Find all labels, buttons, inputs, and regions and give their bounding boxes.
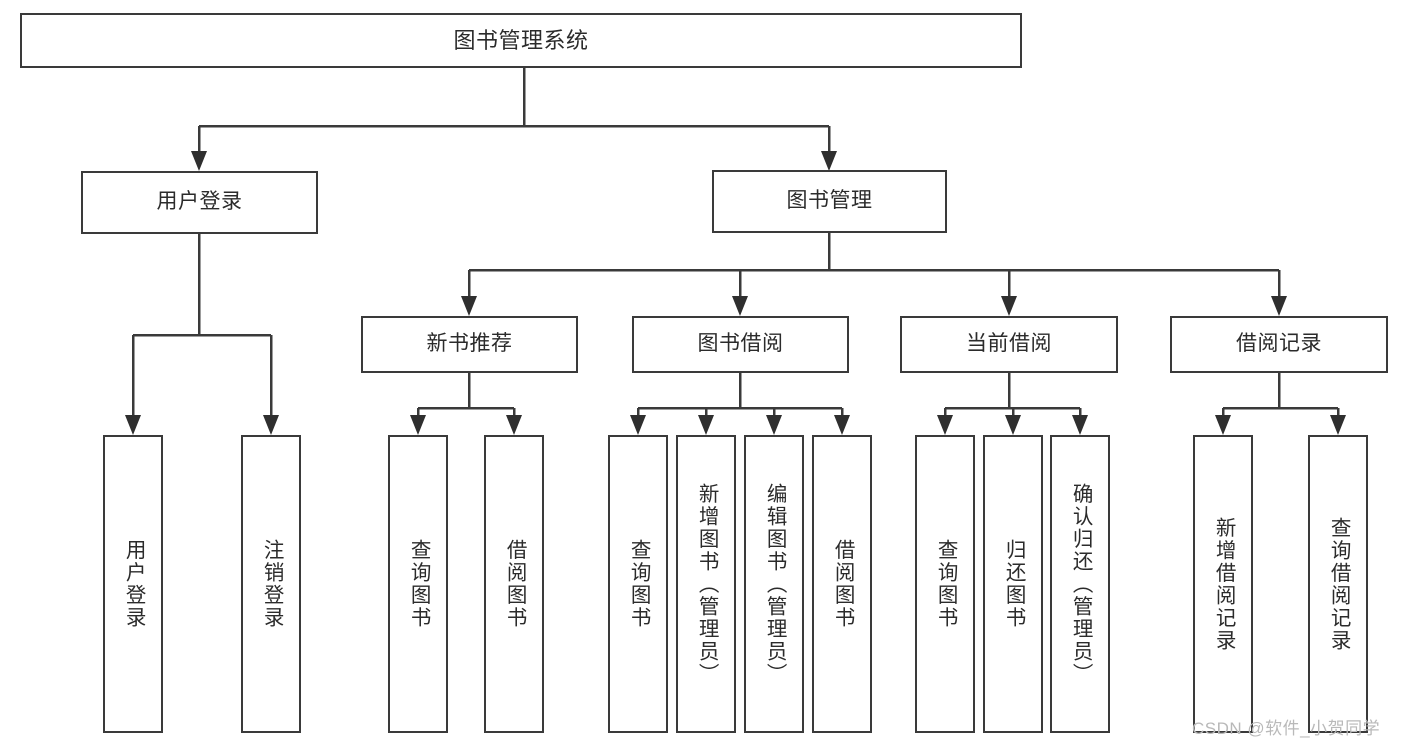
node-label: 确认归还（管理员）: [1069, 482, 1093, 686]
node-level3-1[interactable]: 图书借阅: [632, 316, 849, 373]
node-label: 借阅记录: [1236, 332, 1322, 356]
node-level3-0[interactable]: 新书推荐: [361, 316, 578, 373]
book-manage-to-level3-arrowhead-1: [732, 296, 748, 316]
node-leaf-10[interactable]: 确认归还（管理员）: [1050, 435, 1110, 733]
node-label: 图书管理: [786, 189, 873, 213]
borrow-to-leaves-arrowhead-3: [834, 415, 850, 435]
node-label: 查询图书: [407, 539, 431, 629]
node-label: 编辑图书（管理员）: [763, 482, 787, 686]
borrow-to-leaves-arrowhead-1: [698, 415, 714, 435]
node-label: 当前借阅: [966, 332, 1052, 356]
node-leaf-1[interactable]: 注销登录: [241, 435, 301, 733]
node-level2-0[interactable]: 用户登录: [81, 171, 318, 234]
node-leaf-6[interactable]: 编辑图书（管理员）: [744, 435, 804, 733]
node-level2-1[interactable]: 图书管理: [712, 170, 947, 233]
node-label: 图书借阅: [697, 332, 784, 356]
node-label: 新增借阅记录: [1212, 516, 1236, 652]
node-level3-2[interactable]: 当前借阅: [900, 316, 1118, 373]
node-label: 新增图书（管理员）: [695, 482, 719, 686]
node-leaf-5[interactable]: 新增图书（管理员）: [676, 435, 736, 733]
node-level3-3[interactable]: 借阅记录: [1170, 316, 1388, 373]
node-label: 借阅图书: [503, 539, 527, 629]
node-label: 查询图书: [627, 539, 651, 629]
borrow-to-leaves-arrowhead-0: [630, 415, 646, 435]
node-label: 用户登录: [156, 190, 243, 214]
book-manage-to-level3-arrowhead-3: [1271, 296, 1287, 316]
user-login-to-leaves-arrowhead-0: [125, 415, 141, 435]
node-label: 借阅图书: [831, 539, 855, 629]
node-label: 新书推荐: [426, 332, 513, 356]
root-to-level2-arrowhead-0: [191, 151, 207, 171]
current-borrow-to-leaves-arrowhead-0: [937, 415, 953, 435]
record-to-leaves-arrowhead-1: [1330, 415, 1346, 435]
book-manage-to-level3-arrowhead-0: [461, 296, 477, 316]
node-leaf-0[interactable]: 用户登录: [103, 435, 163, 733]
book-manage-to-level3-arrowhead-2: [1001, 296, 1017, 316]
current-borrow-to-leaves-arrowhead-1: [1005, 415, 1021, 435]
new-book-to-leaves-arrowhead-0: [410, 415, 426, 435]
node-leaf-11[interactable]: 新增借阅记录: [1193, 435, 1253, 733]
node-label: 用户登录: [122, 539, 146, 629]
node-leaf-9[interactable]: 归还图书: [983, 435, 1043, 733]
node-label: 归还图书: [1002, 539, 1026, 629]
node-label: 查询图书: [934, 539, 958, 629]
new-book-to-leaves-arrowhead-1: [506, 415, 522, 435]
node-label: 查询借阅记录: [1327, 516, 1351, 652]
node-leaf-8[interactable]: 查询图书: [915, 435, 975, 733]
node-root[interactable]: 图书管理系统: [20, 13, 1022, 68]
root-to-level2-arrowhead-1: [821, 151, 837, 171]
watermark: CSDN @软件_小贺同学: [1192, 719, 1381, 738]
node-leaf-7[interactable]: 借阅图书: [812, 435, 872, 733]
current-borrow-to-leaves-arrowhead-2: [1072, 415, 1088, 435]
user-login-to-leaves-arrowhead-1: [263, 415, 279, 435]
record-to-leaves-arrowhead-0: [1215, 415, 1231, 435]
borrow-to-leaves-arrowhead-2: [766, 415, 782, 435]
node-leaf-4[interactable]: 查询图书: [608, 435, 668, 733]
node-leaf-2[interactable]: 查询图书: [388, 435, 448, 733]
node-label: 图书管理系统: [453, 27, 589, 53]
node-label: 注销登录: [260, 539, 284, 629]
node-leaf-3[interactable]: 借阅图书: [484, 435, 544, 733]
node-leaf-12[interactable]: 查询借阅记录: [1308, 435, 1368, 733]
